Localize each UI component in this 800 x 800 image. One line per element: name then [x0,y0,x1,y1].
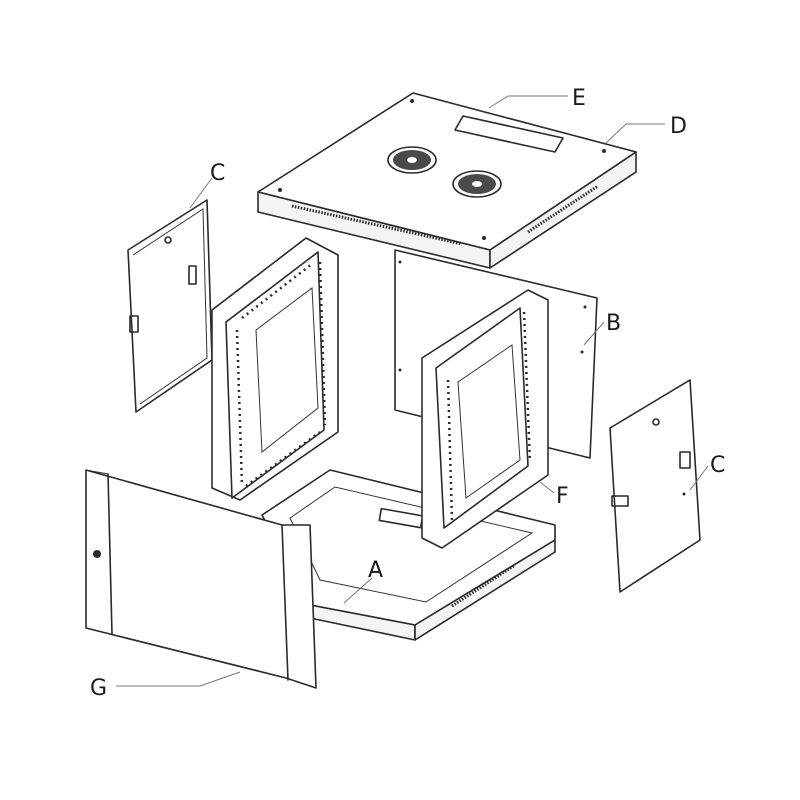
callout-c-right: C [710,453,725,478]
callout-g: G [90,676,107,701]
callout-d: D [670,114,687,139]
side-panel-right [609,379,701,593]
leader-f [539,481,555,494]
fan-icon [387,146,437,174]
leader-g [116,671,241,687]
leader-e [488,95,568,109]
callouts: E D C B C F A G [90,86,725,701]
leader-c-left [189,177,213,209]
callout-a: A [368,558,383,583]
top-cover [257,92,637,269]
leader-b [583,321,605,346]
leader-lines [116,95,709,687]
cable-entry-slot [454,115,564,153]
callout-f: F [556,484,569,509]
leader-a [343,577,373,604]
callout-b: B [606,311,621,336]
leader-c-right [689,465,709,491]
mounting-frame-left [211,237,339,501]
callout-c-left: C [210,161,225,186]
door-lock-icon [93,550,101,558]
mounting-frame-right [421,289,549,549]
front-door [85,469,317,689]
side-panel-left [127,199,213,413]
leader-d [605,123,665,144]
callout-e: E [572,86,586,111]
fan-icon [452,170,502,198]
